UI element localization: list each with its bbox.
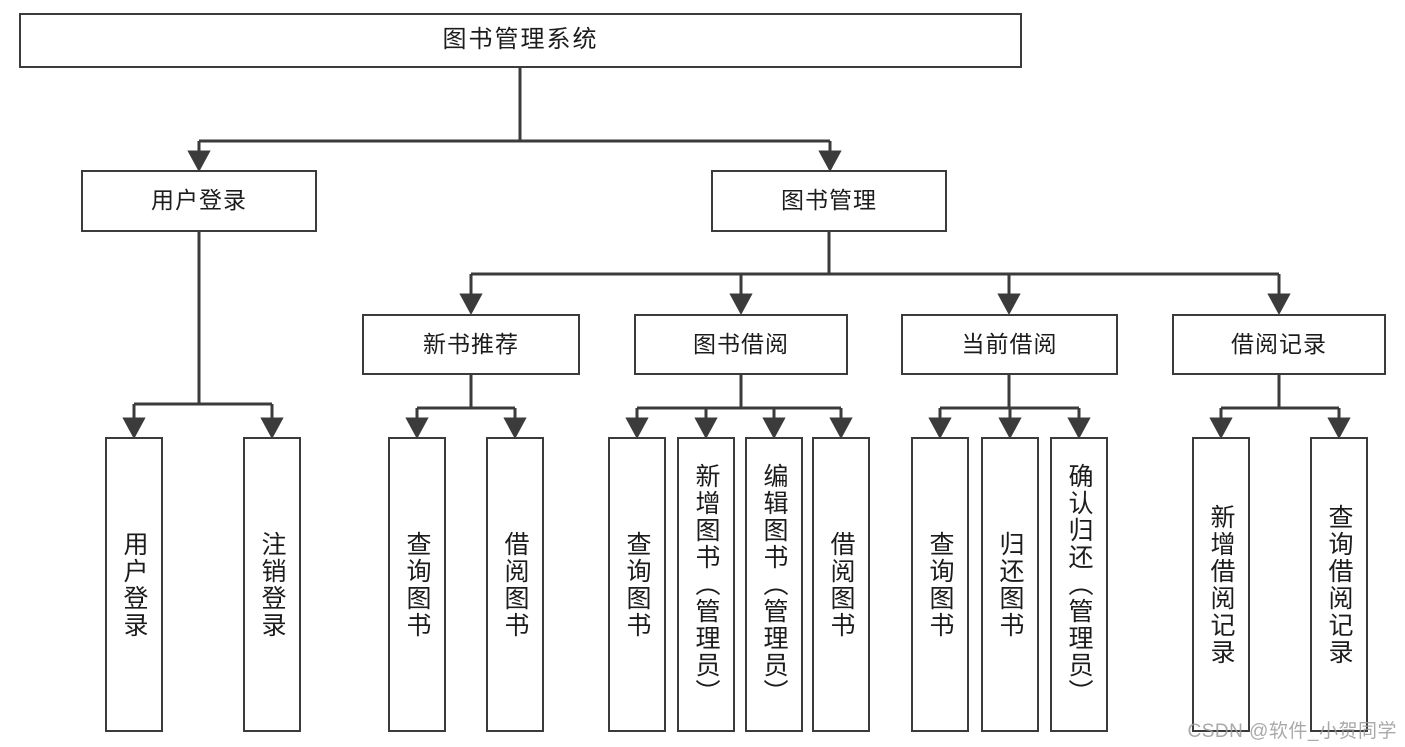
leaf-query-books-recommend[interactable]: 查询图书 [388,437,446,732]
node-label: 新增图书（管理员） [692,463,720,706]
node-label: 当前借阅 [961,330,1058,357]
node-label: 查询图书 [623,530,651,639]
node-book-management[interactable]: 图书管理 [711,170,947,232]
node-label: 用户登录 [151,187,247,214]
node-label: 图书管理 [781,187,877,214]
leaf-return-books[interactable]: 归还图书 [981,437,1039,732]
node-current-borrowing[interactable]: 当前借阅 [901,314,1118,375]
node-label: 图书借阅 [693,330,789,357]
leaf-query-books-current[interactable]: 查询图书 [911,437,969,732]
node-label: 借阅记录 [1231,330,1327,357]
node-label: 图书管理系统 [442,26,599,54]
leaf-edit-book-admin[interactable]: 编辑图书（管理员） [745,437,803,732]
leaf-add-borrow-record[interactable]: 新增借阅记录 [1192,437,1250,732]
node-label: 借阅图书 [501,530,529,639]
node-label: 借阅图书 [827,530,855,639]
node-label: 查询借阅记录 [1325,503,1353,666]
leaf-confirm-return-admin[interactable]: 确认归还（管理员） [1050,437,1108,732]
node-label: 查询图书 [403,530,431,639]
leaf-borrow-books-recommend[interactable]: 借阅图书 [486,437,544,732]
watermark-text: CSDN @软件_小贺同学 [1187,721,1397,742]
leaf-add-book-admin[interactable]: 新增图书（管理员） [677,437,735,732]
node-label: 用户登录 [120,530,148,639]
node-new-book-recommendation[interactable]: 新书推荐 [362,314,580,375]
node-label: 查询图书 [926,530,954,639]
node-label: 确认归还（管理员） [1065,463,1093,706]
leaf-user-login[interactable]: 用户登录 [105,437,163,732]
node-label: 注销登录 [258,530,286,639]
node-label: 归还图书 [996,530,1024,639]
node-user-login[interactable]: 用户登录 [81,170,317,232]
node-label: 新增借阅记录 [1207,503,1235,666]
node-label: 编辑图书（管理员） [760,463,788,706]
node-book-borrowing[interactable]: 图书借阅 [634,314,848,375]
node-borrow-records[interactable]: 借阅记录 [1172,314,1386,375]
leaf-query-books-borrowing[interactable]: 查询图书 [608,437,666,732]
node-root-book-management-system[interactable]: 图书管理系统 [19,13,1022,68]
leaf-query-borrow-record[interactable]: 查询借阅记录 [1310,437,1368,732]
leaf-logout[interactable]: 注销登录 [243,437,301,732]
node-label: 新书推荐 [423,330,519,357]
leaf-borrow-books-borrowing[interactable]: 借阅图书 [812,437,870,732]
